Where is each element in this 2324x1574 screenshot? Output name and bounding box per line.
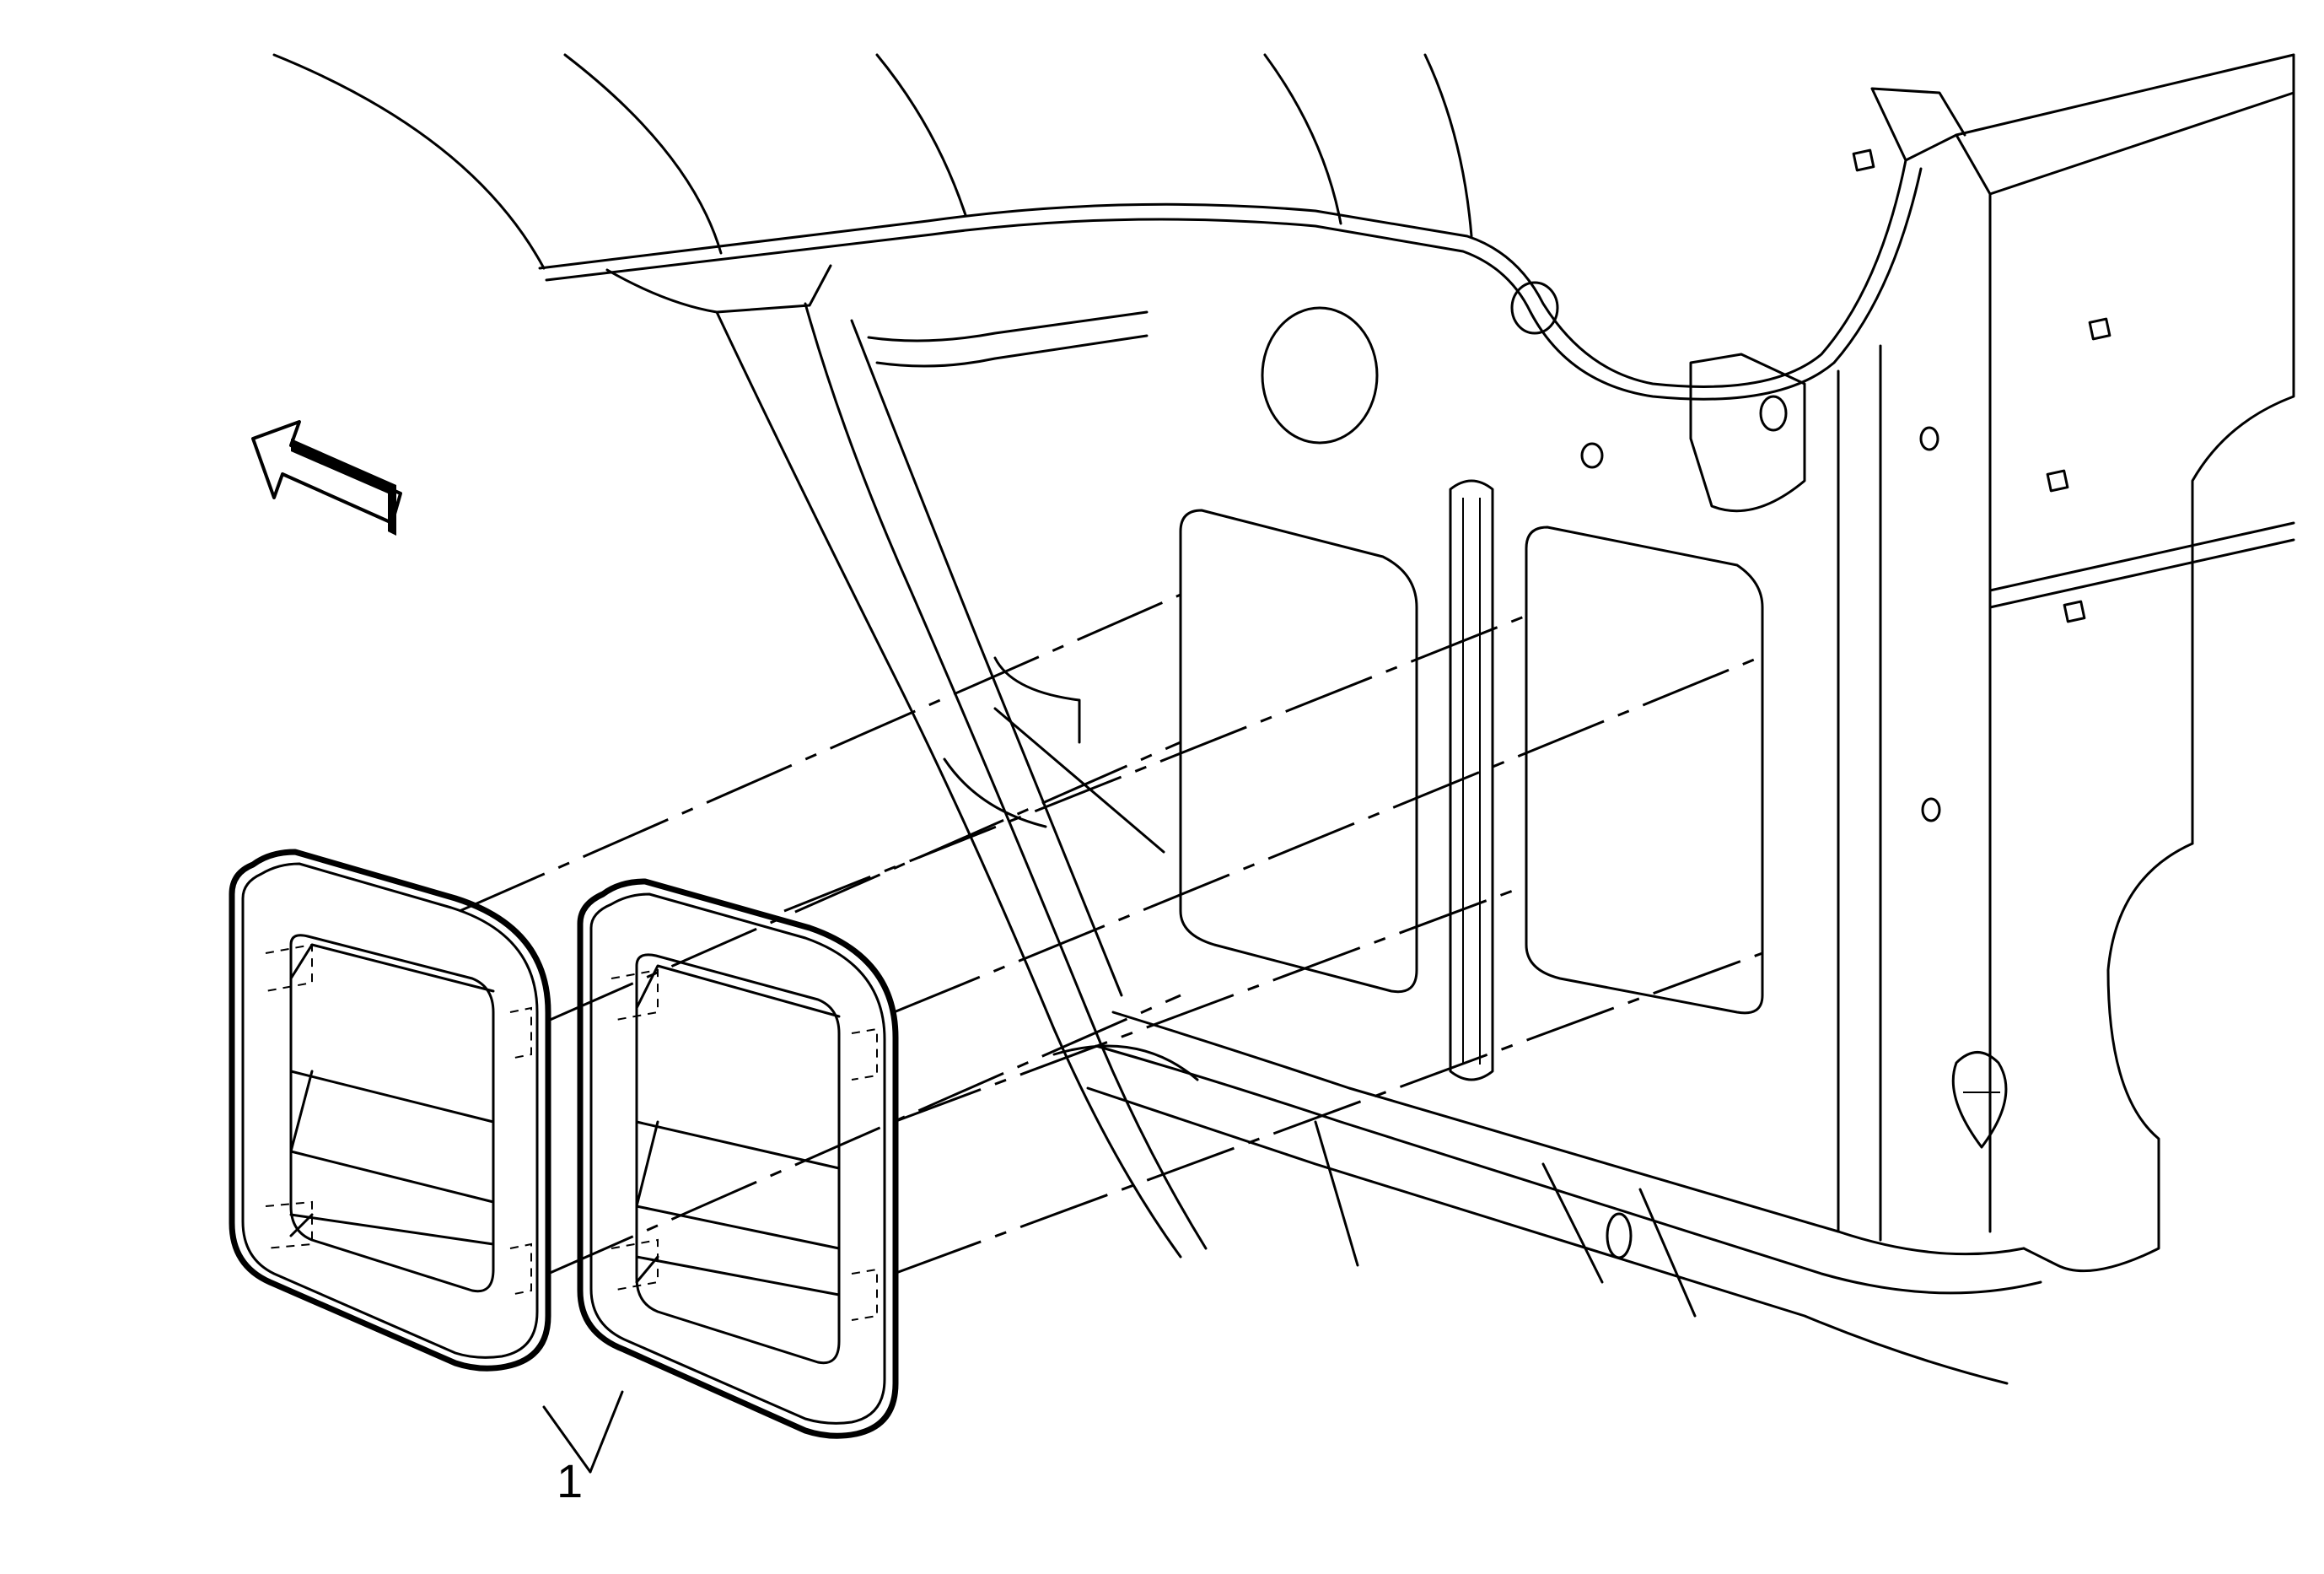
callout-label-1: 1 [557, 1454, 584, 1507]
alignment-lines [459, 593, 1763, 1275]
callout-leader-lines [542, 1390, 624, 1474]
pressure-relief-vent-left [229, 849, 551, 1372]
body-panel-structure [272, 53, 2295, 1385]
forward-direction-arrow-icon [251, 420, 402, 536]
pressure-relief-vent-right [577, 878, 899, 1439]
